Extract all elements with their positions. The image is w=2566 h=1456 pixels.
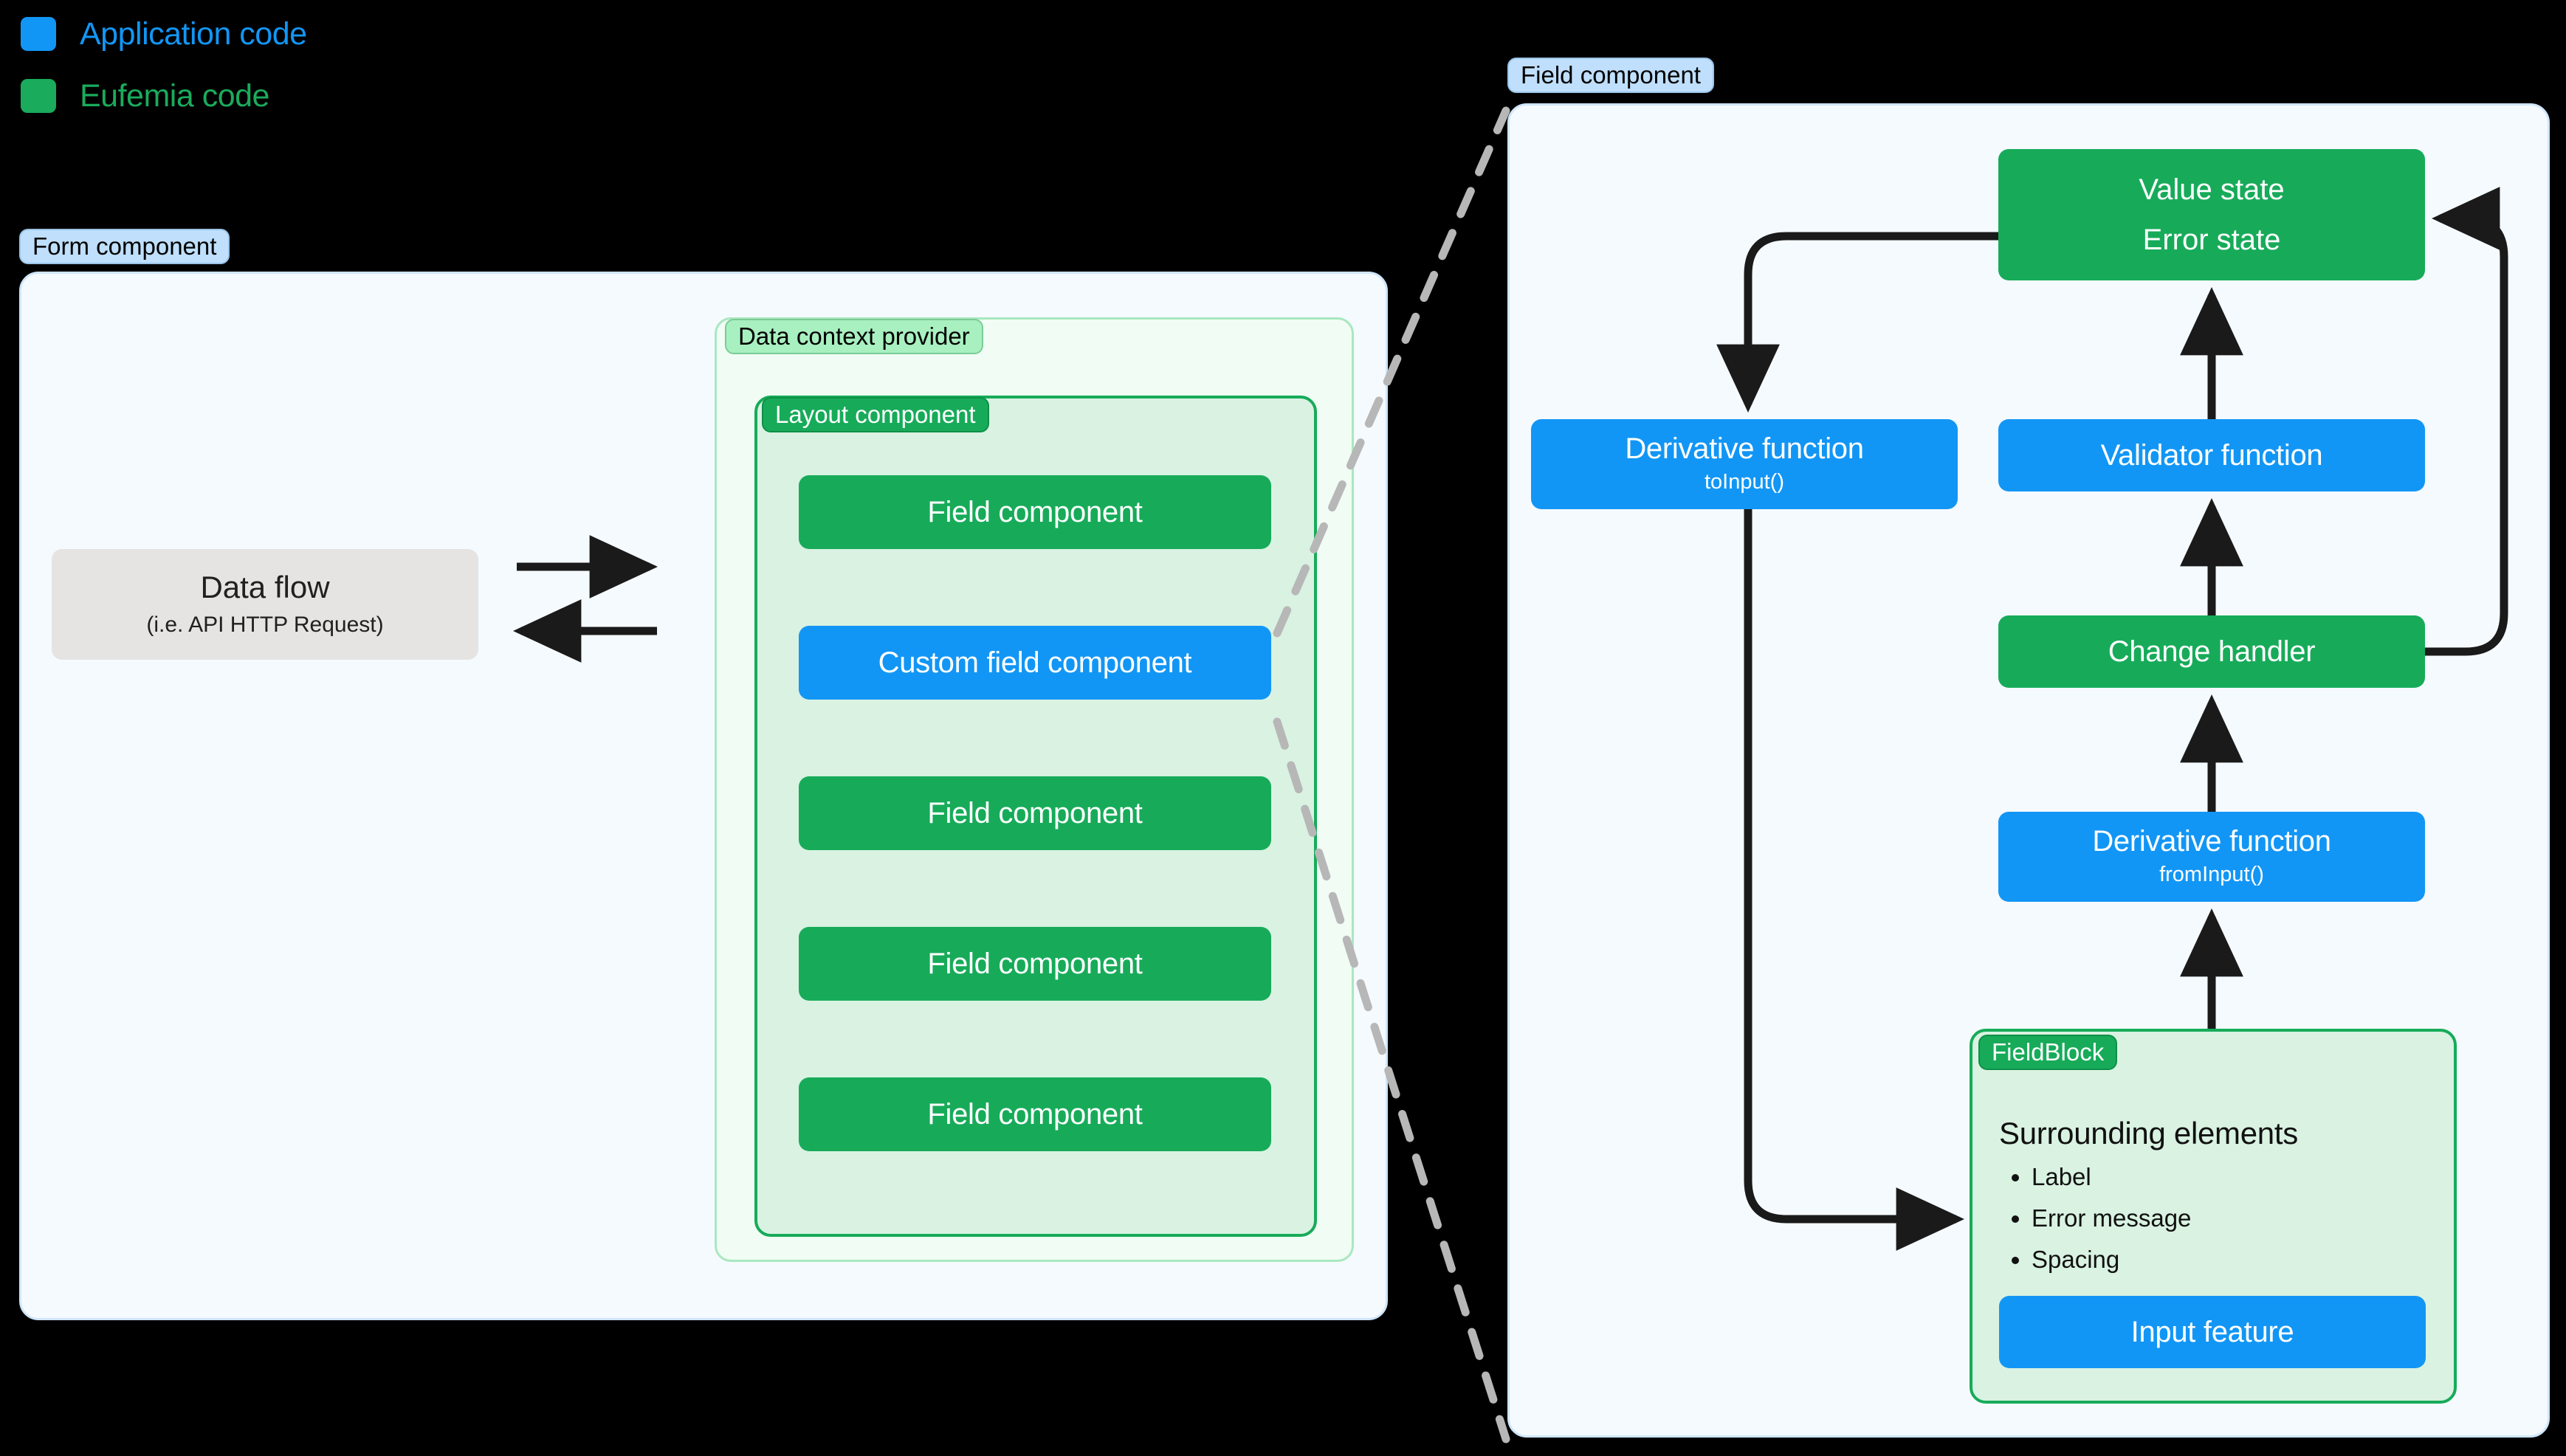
field-component-3-label: Field component (927, 948, 1143, 980)
field-block-title: Surrounding elements (1999, 1116, 2298, 1150)
legend-swatch-application-icon (21, 17, 56, 51)
node-field-component-1[interactable]: Field component (799, 475, 1271, 549)
input-feature-label: Input feature (2130, 1316, 2294, 1348)
node-field-component-4[interactable]: Field component (799, 1077, 1271, 1151)
legend-label-eufemia-code: Eufemia code (80, 77, 269, 114)
node-field-component-2[interactable]: Field component (799, 776, 1271, 850)
badge-field-block: FieldBlock (1978, 1035, 2118, 1070)
legend-swatch-eufemia-icon (21, 79, 56, 113)
error-state-label: Error state (2142, 224, 2281, 256)
list-item: Error message (2032, 1206, 2191, 1230)
data-flow-subtitle: (i.e. API HTTP Request) (146, 612, 384, 637)
field-component-1-label: Field component (927, 496, 1143, 528)
badge-form-component: Form component (19, 229, 230, 264)
custom-field-component-label: Custom field component (878, 646, 1192, 679)
derivative-from-input-title: Derivative function (2092, 825, 2331, 858)
badge-field-component-detail: Field component (1507, 58, 1714, 93)
node-change-handler: Change handler (1998, 615, 2425, 688)
badge-layout-component: Layout component (762, 397, 989, 432)
field-component-4-label: Field component (927, 1098, 1143, 1131)
data-flow-title: Data flow (200, 570, 330, 605)
derivative-to-input-title: Derivative function (1625, 432, 1864, 466)
change-handler-title: Change handler (2108, 635, 2316, 668)
badge-data-context-provider: Data context provider (725, 319, 983, 354)
node-validator-function: Validator function (1998, 419, 2425, 491)
legend: Application code Eufemia code (21, 13, 307, 137)
node-derivative-from-input: Derivative function fromInput() (1998, 812, 2425, 902)
field-component-2-label: Field component (927, 797, 1143, 829)
derivative-from-input-subtitle: fromInput() (2159, 863, 2264, 887)
field-block-list: Label Error message Spacing (1999, 1165, 2191, 1288)
node-value-error-state: Value state Error state (1998, 149, 2425, 280)
node-custom-field-component[interactable]: Custom field component (799, 626, 1271, 700)
derivative-to-input-subtitle: toInput() (1705, 470, 1784, 494)
legend-label-application-code: Application code (80, 15, 307, 52)
node-derivative-to-input: Derivative function toInput() (1531, 419, 1958, 509)
node-input-feature[interactable]: Input feature (1999, 1296, 2426, 1368)
list-item: Spacing (2032, 1247, 2191, 1272)
legend-item-eufemia-code: Eufemia code (21, 75, 307, 117)
node-field-component-3[interactable]: Field component (799, 927, 1271, 1001)
list-item: Label (2032, 1165, 2191, 1189)
legend-item-application-code: Application code (21, 13, 307, 55)
node-data-flow: Data flow (i.e. API HTTP Request) (52, 549, 478, 660)
validator-function-title: Validator function (2100, 439, 2323, 472)
value-state-label: Value state (2139, 173, 2285, 206)
